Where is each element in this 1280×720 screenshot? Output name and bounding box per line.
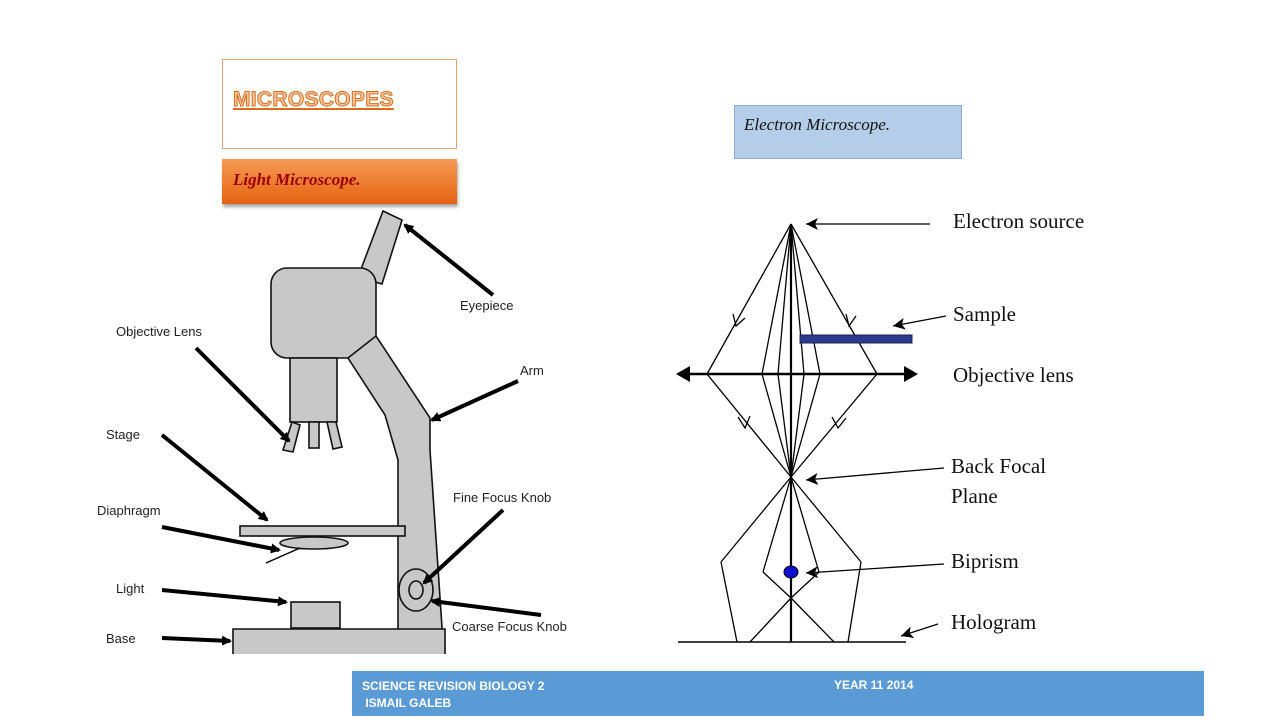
- light-microscope-arrows: [160, 223, 542, 646]
- objective-lens-mid: [308, 421, 320, 449]
- label-stage: Stage: [106, 427, 140, 442]
- label-back-focal: Back Focal: [951, 454, 1046, 478]
- footer-course: SCIENCE REVISION BIOLOGY 2 ISMAIL GALEB: [362, 678, 544, 712]
- footer-author: ISMAIL GALEB: [362, 696, 452, 710]
- microscope-head: [270, 267, 377, 359]
- label-plane: Plane: [951, 484, 998, 508]
- label-objective-lens-em: Objective lens: [953, 363, 1074, 387]
- light-microscope-heading-box: Light Microscope.: [222, 159, 457, 204]
- light-microscope-heading: Light Microscope.: [233, 170, 361, 189]
- microscope-base: [232, 628, 446, 654]
- label-eyepiece: Eyepiece: [460, 298, 513, 313]
- label-diaphragm: Diaphragm: [97, 503, 161, 518]
- label-biprism: Biprism: [951, 549, 1019, 573]
- electron-microscope-drawing: [678, 223, 906, 643]
- objective-body: [289, 357, 338, 423]
- objective-lens-right: [326, 421, 343, 450]
- microscope-diaphragm: [279, 536, 349, 550]
- light-microscope-drawing: [232, 209, 446, 654]
- label-arm: Arm: [520, 363, 544, 378]
- label-light: Light: [116, 581, 145, 596]
- footer-year: YEAR 11 2014: [834, 678, 914, 692]
- label-fine-focus-knob: Fine Focus Knob: [453, 490, 551, 505]
- footer-bar: SCIENCE REVISION BIOLOGY 2 ISMAIL GALEB …: [352, 671, 1204, 716]
- label-electron-source: Electron source: [953, 209, 1084, 233]
- label-objective-lens: Objective Lens: [116, 324, 202, 339]
- page-title: MICROSCOPES: [233, 88, 395, 112]
- label-base: Base: [106, 631, 136, 646]
- fine-focus-knob: [408, 580, 424, 600]
- microscope-stage: [239, 525, 406, 537]
- label-sample: Sample: [953, 302, 1016, 326]
- electron-microscope-heading-box: Electron Microscope.: [734, 105, 962, 159]
- electron-label-arrows: [805, 218, 947, 639]
- electron-microscope-heading: Electron Microscope.: [744, 115, 891, 134]
- title-box: MICROSCOPES: [222, 59, 457, 149]
- footer-course-line1: SCIENCE REVISION BIOLOGY 2: [362, 679, 545, 693]
- microscope-light: [290, 601, 341, 629]
- biprism-dot: [783, 565, 799, 579]
- label-hologram: Hologram: [951, 610, 1036, 634]
- sample-bar: [799, 334, 913, 344]
- label-coarse-focus-knob: Coarse Focus Knob: [452, 619, 567, 634]
